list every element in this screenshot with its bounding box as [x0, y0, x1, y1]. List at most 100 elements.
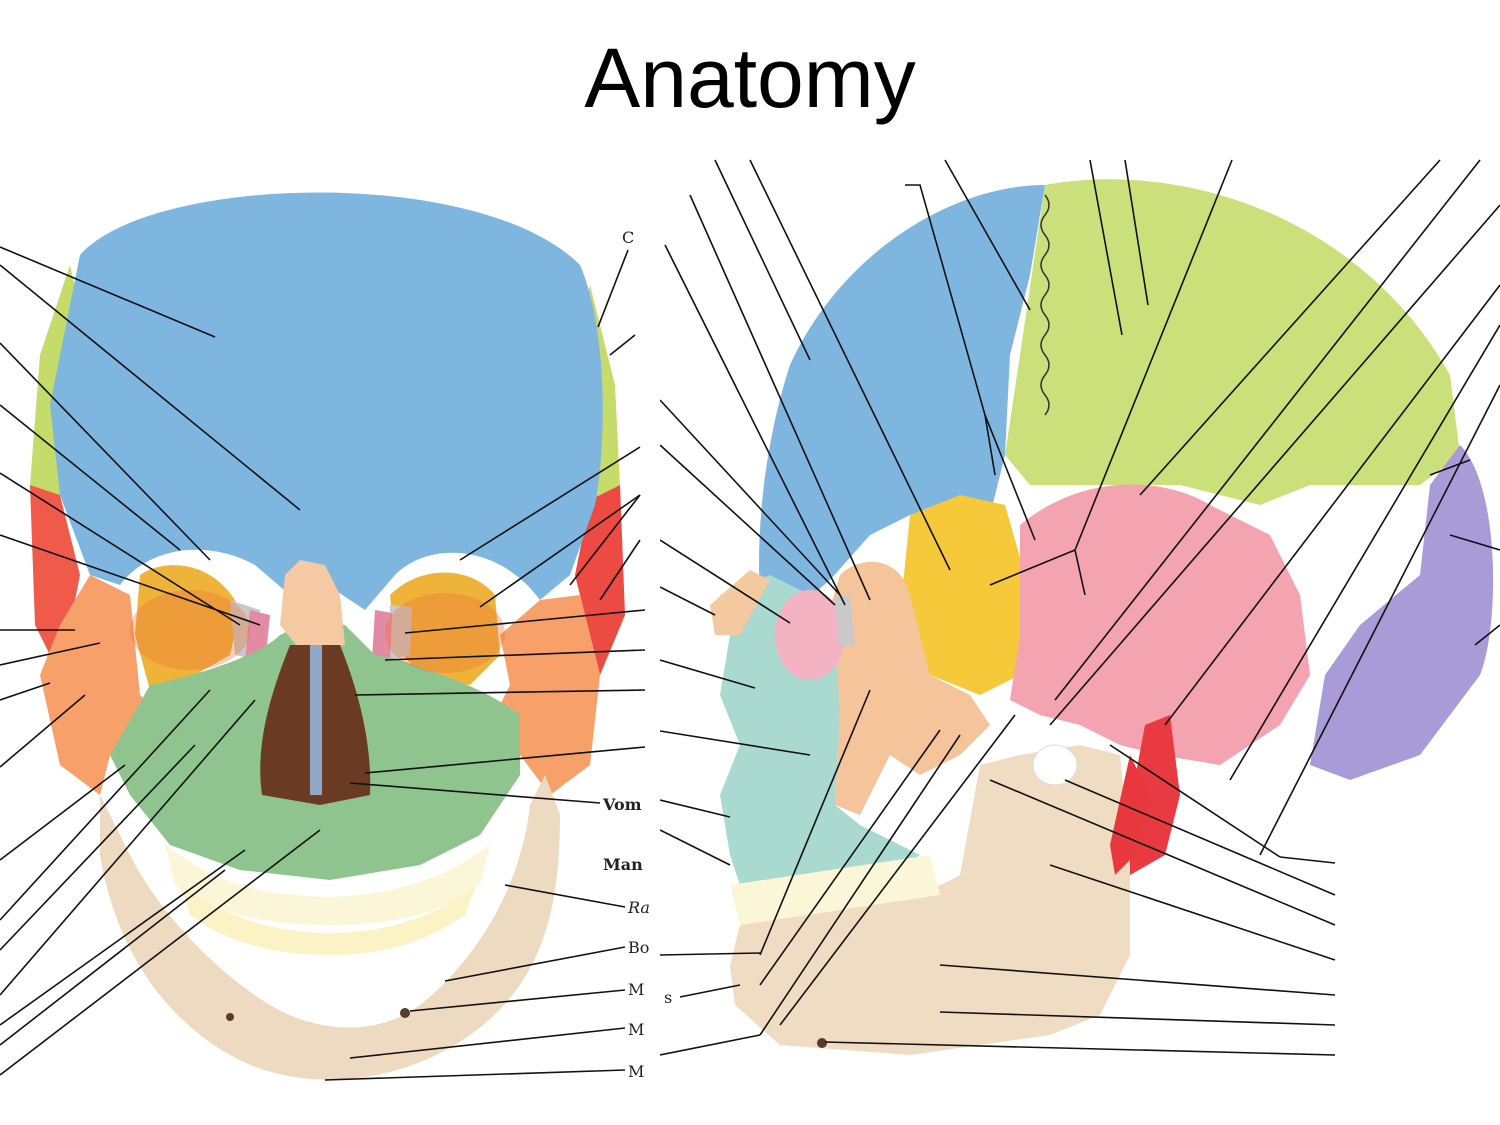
mental-foramen-right — [400, 1008, 410, 1018]
coronal-suture — [1040, 194, 1050, 416]
leader-line — [759, 689, 871, 956]
label-vomer: Vom — [602, 795, 642, 814]
leader-line — [1164, 284, 1500, 726]
leader-line — [0, 849, 246, 1026]
mandibular-condyle — [1032, 744, 1078, 786]
leader-line — [1109, 744, 1281, 858]
leader-line — [660, 829, 731, 866]
leader-line — [714, 159, 811, 361]
leader-line — [679, 984, 741, 998]
leader-line — [0, 342, 211, 561]
leader-line — [0, 472, 241, 626]
leader-line — [939, 964, 1336, 996]
leader-line — [349, 782, 601, 804]
leader-line — [660, 399, 841, 596]
leader-line — [824, 1041, 1336, 1056]
leader-line — [660, 659, 756, 689]
nasal-bone — [710, 570, 770, 635]
leader-line — [609, 334, 636, 356]
temporal-bone — [1010, 484, 1310, 765]
leader-line — [1074, 549, 1086, 596]
label-m3: M — [628, 1062, 644, 1081]
label-m1: M — [628, 980, 644, 999]
leader-line — [0, 869, 226, 1046]
leader-line — [944, 159, 1031, 311]
label-c: C — [622, 228, 634, 247]
label-m2: M — [628, 1020, 644, 1039]
leader-line — [660, 1034, 761, 1056]
leader-line — [905, 184, 996, 476]
styloid-process — [1110, 755, 1150, 875]
leader-line — [1139, 159, 1441, 496]
label-ramus: Ra — [627, 898, 650, 917]
leader-line — [0, 699, 256, 996]
leader-line — [660, 952, 761, 956]
leader-line — [0, 534, 261, 626]
slide-title: Anatomy — [584, 31, 916, 125]
zygomatic-bone — [810, 561, 990, 815]
maxilla — [720, 575, 920, 895]
leader-line — [989, 779, 1336, 926]
leader-line — [0, 689, 211, 921]
leader-line — [597, 249, 629, 328]
mandible — [730, 745, 1130, 1055]
zygomatic-bone-right — [495, 595, 600, 795]
leader-line — [660, 539, 791, 624]
leader-line — [1049, 864, 1336, 961]
leader-line — [660, 444, 836, 606]
leader-line — [0, 246, 216, 338]
leader-line — [1049, 204, 1500, 726]
mental-foramen-left — [226, 1013, 234, 1021]
upper-teeth — [730, 855, 940, 925]
leader-line — [0, 682, 51, 701]
vomer-bone — [310, 645, 322, 795]
occipital-bone — [1310, 445, 1494, 780]
front-left-leaders — [0, 246, 321, 1076]
upper-teeth — [165, 845, 490, 925]
leader-line — [660, 730, 811, 756]
lacrimal-right — [372, 610, 392, 663]
sphenoid-greater-wing — [900, 495, 1025, 695]
leader-line — [1449, 534, 1500, 551]
leader-line — [939, 1011, 1336, 1026]
side-top-leaders — [664, 159, 1500, 856]
leader-line — [1474, 624, 1500, 646]
ethmoid — [835, 595, 855, 645]
leader-line — [569, 494, 641, 586]
leader-line — [1054, 159, 1481, 701]
leader-line — [0, 829, 321, 1076]
leader-line — [409, 989, 626, 1012]
leader-line — [349, 1027, 626, 1059]
leader-line — [354, 689, 646, 696]
sphenoid-orbit-left — [135, 565, 240, 690]
leader-line — [984, 414, 1036, 541]
leader-line — [0, 694, 86, 768]
leader-line — [779, 714, 1016, 1026]
leader-line — [1089, 159, 1123, 336]
leader-line — [444, 946, 626, 982]
ethmoid-right — [390, 605, 412, 660]
nasal-bone — [280, 560, 345, 650]
leader-line — [404, 609, 646, 634]
leader-line — [1124, 159, 1149, 306]
label-s: s — [664, 988, 672, 1007]
frontal-bone — [50, 192, 603, 610]
leader-line — [664, 244, 846, 606]
parietal-bone — [1005, 179, 1460, 505]
leader-line — [689, 194, 871, 601]
leader-line — [1074, 159, 1233, 551]
leader-line — [0, 764, 126, 861]
leader-line — [1229, 324, 1500, 781]
leader-line — [749, 159, 951, 571]
leader-line — [989, 549, 1076, 586]
orbit-right — [385, 593, 505, 673]
leader-line — [1429, 459, 1471, 476]
leader-line — [759, 729, 941, 986]
leader-line — [479, 494, 641, 608]
side-right-leaders — [824, 744, 1336, 1056]
front-right-leaders — [324, 249, 646, 1081]
leader-line — [660, 799, 731, 818]
leader-line — [1064, 779, 1336, 896]
side-left-leaders — [660, 399, 1016, 1056]
